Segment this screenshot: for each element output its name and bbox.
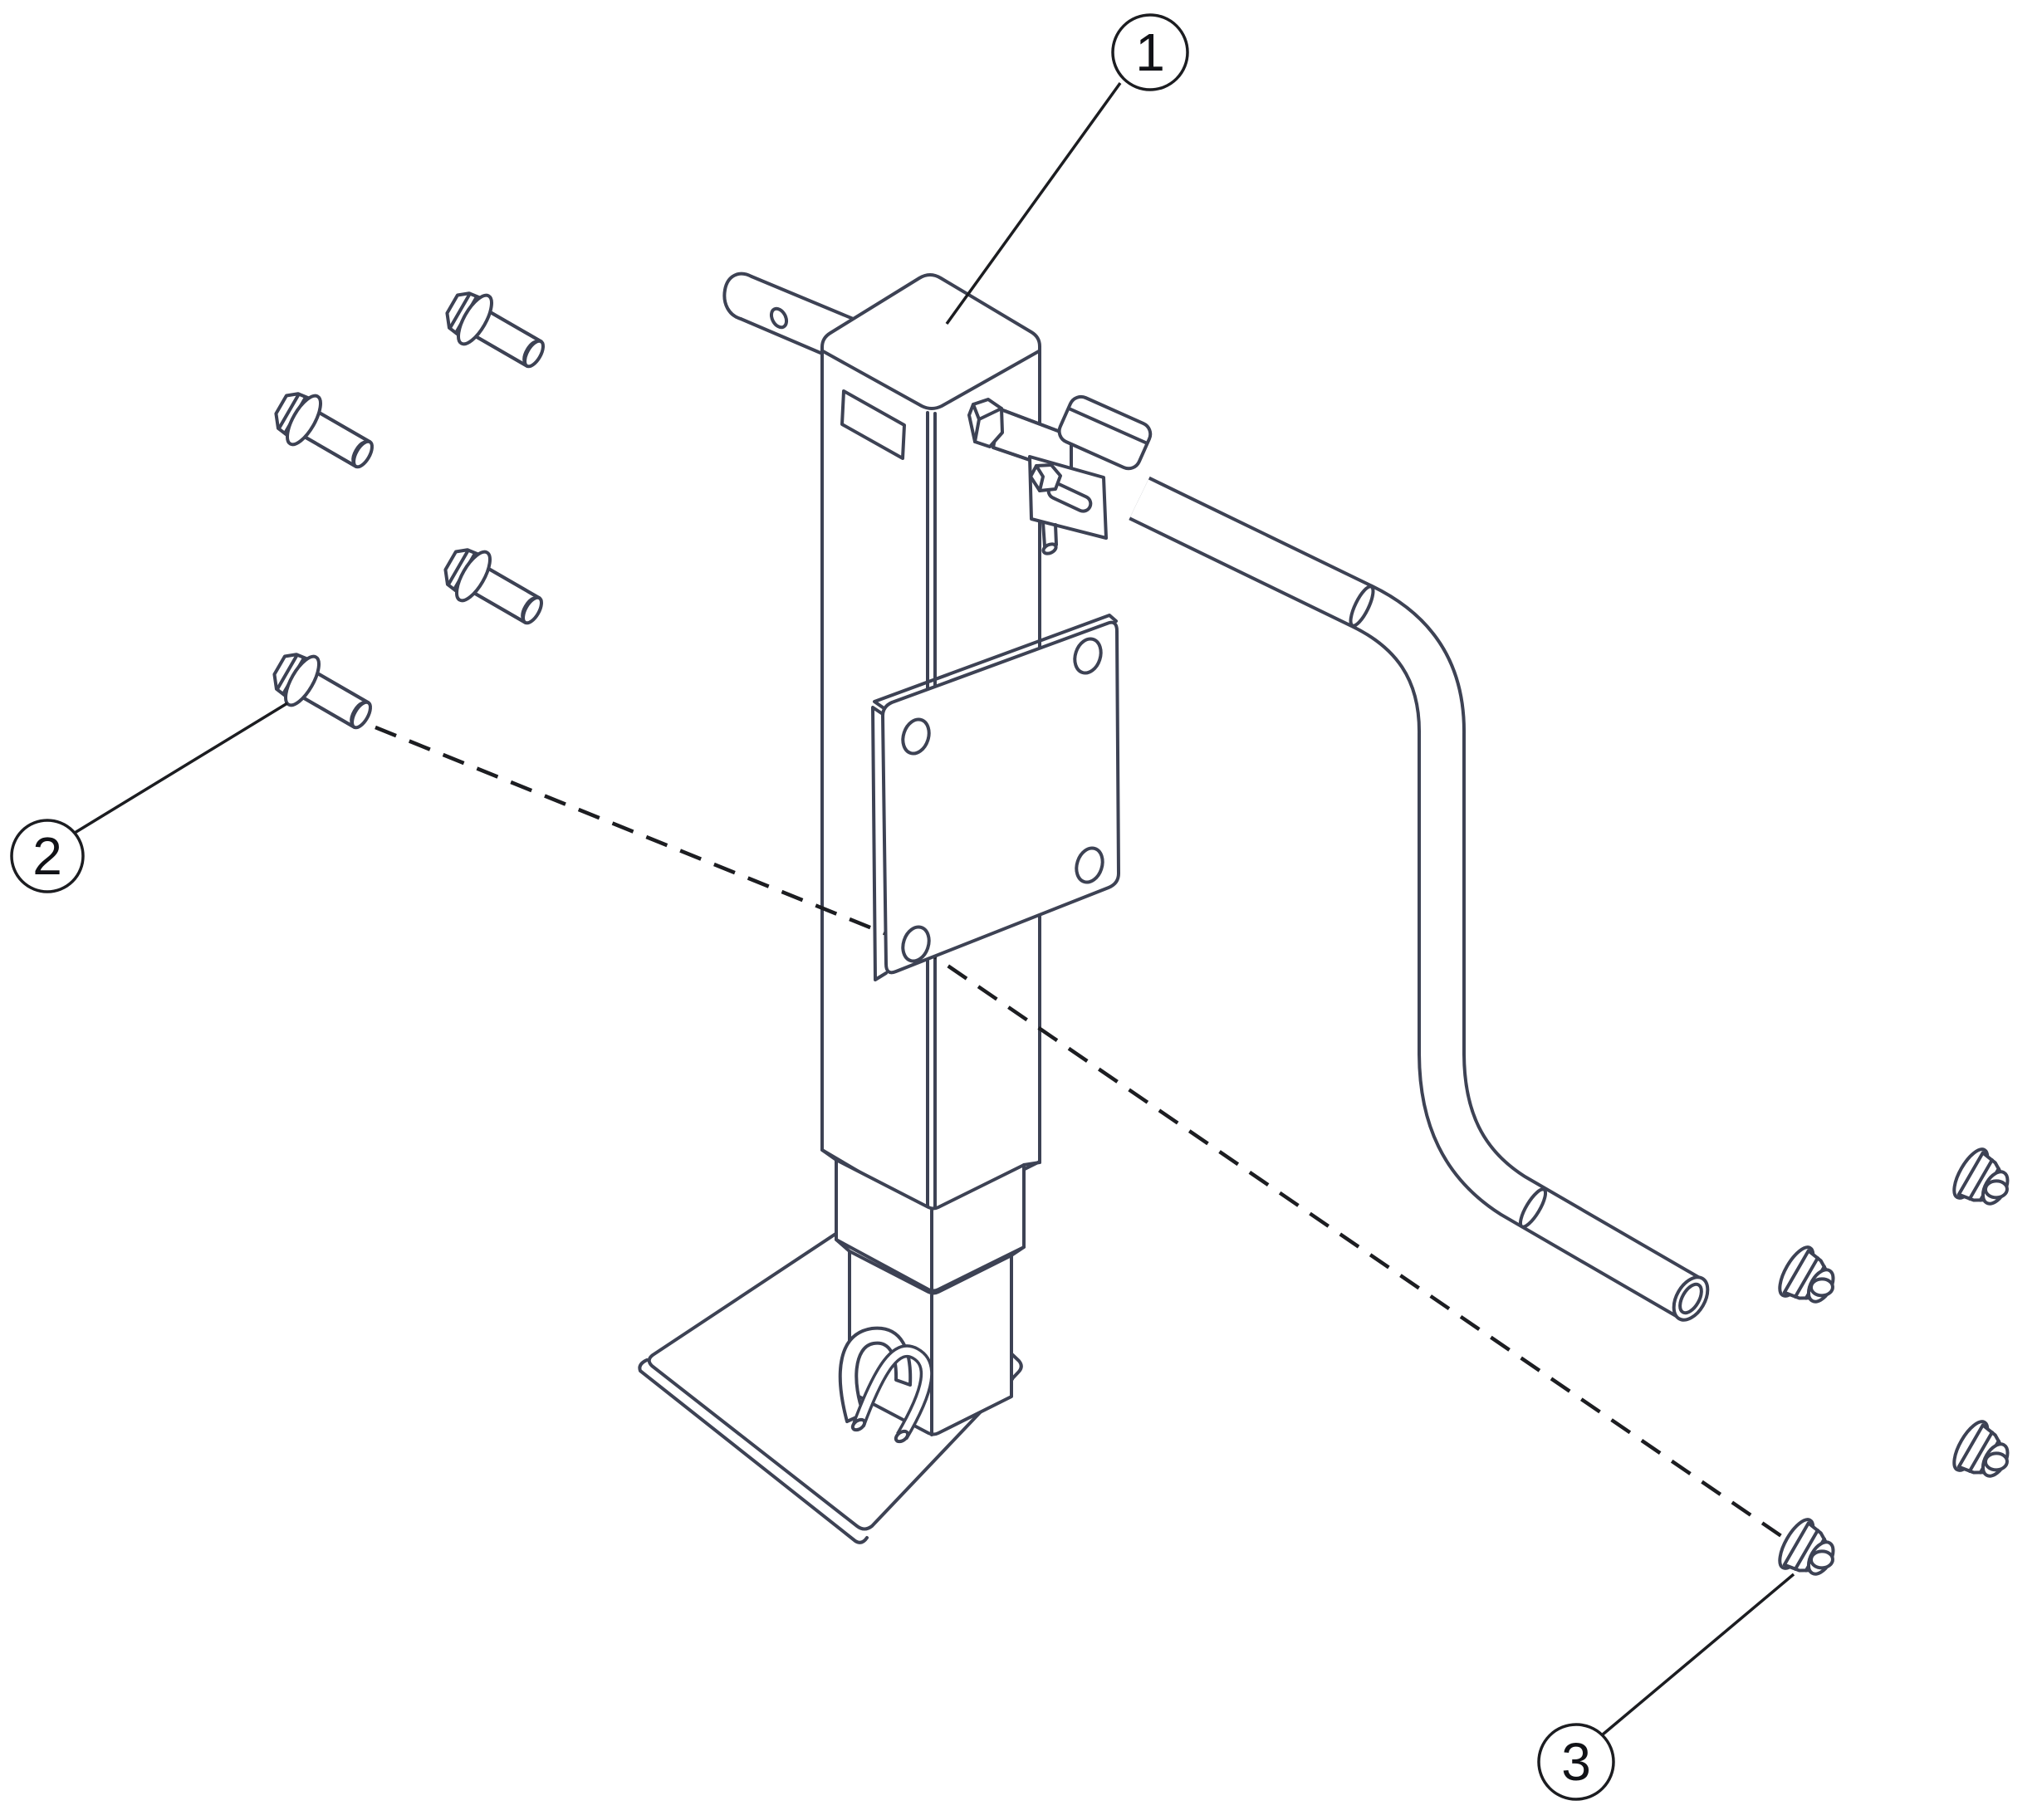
pull-pin bbox=[838, 1326, 933, 1444]
flange-nut bbox=[1946, 1142, 2025, 1221]
crank-screw bbox=[967, 394, 1153, 555]
handle-body bbox=[1130, 479, 1702, 1317]
leg-bevels bbox=[835, 1238, 1026, 1257]
crank-handle bbox=[1129, 476, 1710, 1322]
callout-2: 2 bbox=[10, 702, 288, 893]
callout-leader-line bbox=[945, 81, 1122, 325]
callout-number: 1 bbox=[1135, 22, 1165, 82]
top-pin-cap bbox=[722, 272, 753, 320]
handle-seam-upper bbox=[1349, 585, 1375, 628]
screw-hex-facets bbox=[972, 403, 1003, 443]
collar-bevels bbox=[820, 1148, 1041, 1167]
flange-bolt bbox=[435, 280, 556, 383]
clamp-saddle-lip bbox=[1068, 407, 1148, 445]
clamp-bolt-tip bbox=[1041, 542, 1058, 555]
top-pin bbox=[722, 272, 873, 355]
flange-nut bbox=[1771, 1513, 1850, 1592]
callout-leader-line bbox=[1601, 1573, 1795, 1736]
mounting-plate bbox=[871, 614, 1120, 981]
flange-bolt bbox=[433, 536, 554, 639]
flange-bolt bbox=[262, 641, 383, 744]
mounting-plate-face bbox=[881, 620, 1120, 975]
pin-end-1 bbox=[850, 1417, 867, 1432]
callout-1: 1 bbox=[945, 13, 1189, 325]
callout-circle bbox=[1537, 1723, 1615, 1801]
pin-wire-body bbox=[855, 1347, 931, 1439]
top-pin-edges bbox=[739, 275, 873, 355]
callout-number: 2 bbox=[32, 826, 62, 886]
plate-hole-tl bbox=[901, 717, 931, 756]
foot-plate-left-lip bbox=[638, 1358, 869, 1544]
mounting-plate-thickness bbox=[871, 614, 1118, 981]
callout-leader-line bbox=[74, 702, 288, 834]
flange-nut bbox=[1771, 1240, 1850, 1319]
callout-3: 3 bbox=[1537, 1573, 1795, 1801]
clamp-bolt-shank bbox=[1041, 521, 1058, 548]
clamp-bolt-facet bbox=[1035, 464, 1045, 492]
handle-tip-bore bbox=[1678, 1282, 1703, 1315]
jack-assembly bbox=[638, 272, 1710, 1544]
flange-bolt bbox=[264, 380, 384, 483]
top-pin-hole bbox=[769, 306, 789, 330]
plate-hole-br bbox=[1075, 846, 1104, 884]
handle-seam-lower bbox=[1518, 1187, 1548, 1229]
drop-leg bbox=[820, 1148, 1041, 1436]
pin-end-2 bbox=[894, 1429, 910, 1444]
callout-number: 3 bbox=[1561, 1732, 1591, 1792]
callout-circle bbox=[1111, 13, 1189, 91]
callouts-layer: 1 2 3 bbox=[10, 13, 1795, 1801]
plate-hole-bl bbox=[901, 925, 931, 963]
spec-label-plate bbox=[840, 389, 906, 460]
outer-tube-top-edges bbox=[821, 350, 1041, 410]
plate-hole-tr bbox=[1073, 637, 1103, 675]
hardware-layer bbox=[262, 280, 2025, 1592]
callout-circle bbox=[10, 819, 85, 893]
flange-nut bbox=[1946, 1415, 2025, 1494]
